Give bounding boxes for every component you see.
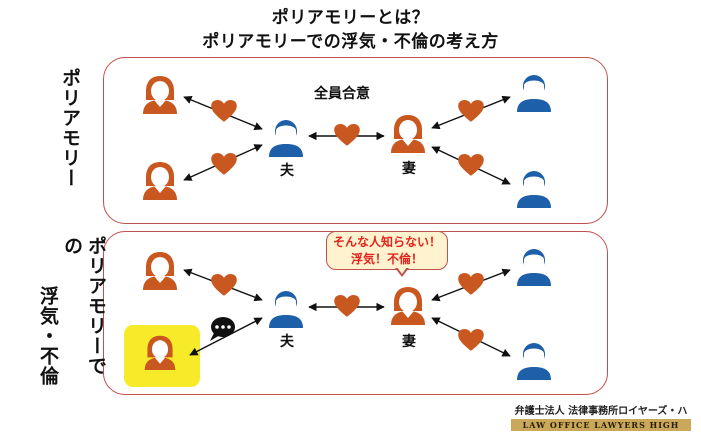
speech-bubble-icon [210,317,235,341]
woman-icon [143,252,177,290]
callout-tail-inner [397,267,407,274]
woman-icon [391,287,425,325]
wife-label-top: 妻 [402,161,416,177]
husband-label-top: 夫 [280,163,294,179]
callout-line-2: 浮気！不倫！ [350,252,423,266]
heart-icon [458,100,484,122]
man-icon [269,291,303,328]
woman-icon [391,115,425,153]
man-icon [517,343,551,380]
man-icon [269,120,303,157]
woman-icon [144,335,176,370]
panel-polyamory [103,57,608,224]
side-label-polyamory: ポリアモリー [59,68,81,188]
title-line-2: ポリアモリーでの浮気・不倫の考え方 [202,32,499,52]
heart-icon [211,100,237,122]
heart-icon [334,124,360,146]
law-office-logo: 弁護士法人 法律事務所ロイヤーズ・ハイ LAW OFFICE LAWYERS H… [511,402,691,436]
callout-bubble: そんな人知らない！ 浮気！不倫！ [326,231,448,270]
man-icon [517,171,551,208]
wife-label-bottom: 妻 [402,334,416,350]
logo-text-bottom: LAW OFFICE LAWYERS HIGH [511,419,691,431]
husband-label-bottom: 夫 [280,334,294,350]
heart-icon [458,329,484,351]
heart-icon [211,274,237,296]
heart-icon [334,295,360,317]
consent-label: 全員合意 [314,86,370,102]
woman-icon [143,76,177,114]
title-line-1: ポリアモリーとは？ [271,8,430,28]
heart-icon [211,153,237,175]
side-label-polyamory-cheating-2: 浮気・不倫 [37,286,59,386]
man-icon [517,75,551,112]
callout-line-1: そんな人知らない！ [332,235,441,249]
woman-icon [143,162,177,200]
heart-icon [458,273,484,295]
heart-icon [458,154,484,176]
side-label-polyamory-cheating-1: ポリアモリーでの [61,236,107,376]
man-icon [517,249,551,286]
